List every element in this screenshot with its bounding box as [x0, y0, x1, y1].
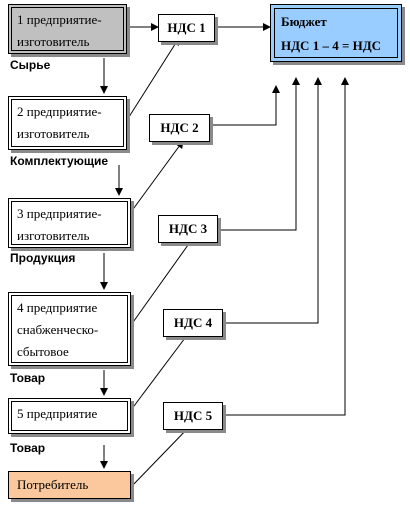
vat-box-1: НДС 1	[158, 14, 215, 42]
budget-line-2	[210, 85, 280, 126]
budget-inner-frame	[274, 8, 398, 58]
entity-3-text: 3 предприятие- изготовитель	[17, 206, 102, 243]
entity-4: 4 предприятие снабженческо- сбытовое	[8, 292, 131, 366]
vat-diag-4	[130, 237, 194, 326]
entity-5-text: 5 предприятие	[17, 406, 98, 421]
entity-2: 2 предприятие- изготовитель	[8, 96, 127, 150]
flow-label-raw-materials: Сырье	[10, 58, 51, 72]
budget-line-5	[223, 77, 349, 416]
entity-4-text: 4 предприятие снабженческо- сбытовое	[17, 300, 99, 359]
vat-box-3: НДС 3	[158, 215, 218, 243]
budget-formula: НДС 1 – 4 = НДС	[281, 38, 382, 53]
entity-consumer-text: Потребитель	[17, 477, 89, 492]
budget-line-4	[223, 77, 322, 324]
vat-box-4: НДС 4	[163, 309, 223, 337]
budget-line-3	[218, 77, 300, 231]
budget-box: Бюджет НДС 1 – 4 = НДС	[270, 4, 402, 62]
vat-diag-6	[130, 424, 192, 488]
vat-diag-5	[130, 329, 192, 411]
vat-diag-3	[130, 140, 184, 213]
entity-consumer: Потребитель	[8, 471, 131, 499]
entity-1: 1 предприятие- изготовитель	[8, 4, 127, 54]
flow-label-components: Комплектующие	[10, 154, 109, 168]
flow-label-goods-1: Товар	[10, 371, 46, 385]
flow-label-products: Продукция	[10, 251, 76, 265]
vat-box-2: НДС 2	[149, 114, 210, 142]
vat-box-5: НДС 5	[163, 402, 223, 430]
vat-diag-2	[126, 37, 180, 121]
budget-title: Бюджет	[281, 14, 327, 29]
entity-3: 3 предприятие- изготовитель	[8, 198, 131, 248]
flow-label-goods-2: Товар	[10, 441, 46, 455]
entity-1-text: 1 предприятие- изготовитель	[17, 12, 102, 49]
entity-5: 5 предприятие	[8, 398, 131, 434]
entity-2-text: 2 предприятие- изготовитель	[17, 104, 102, 141]
